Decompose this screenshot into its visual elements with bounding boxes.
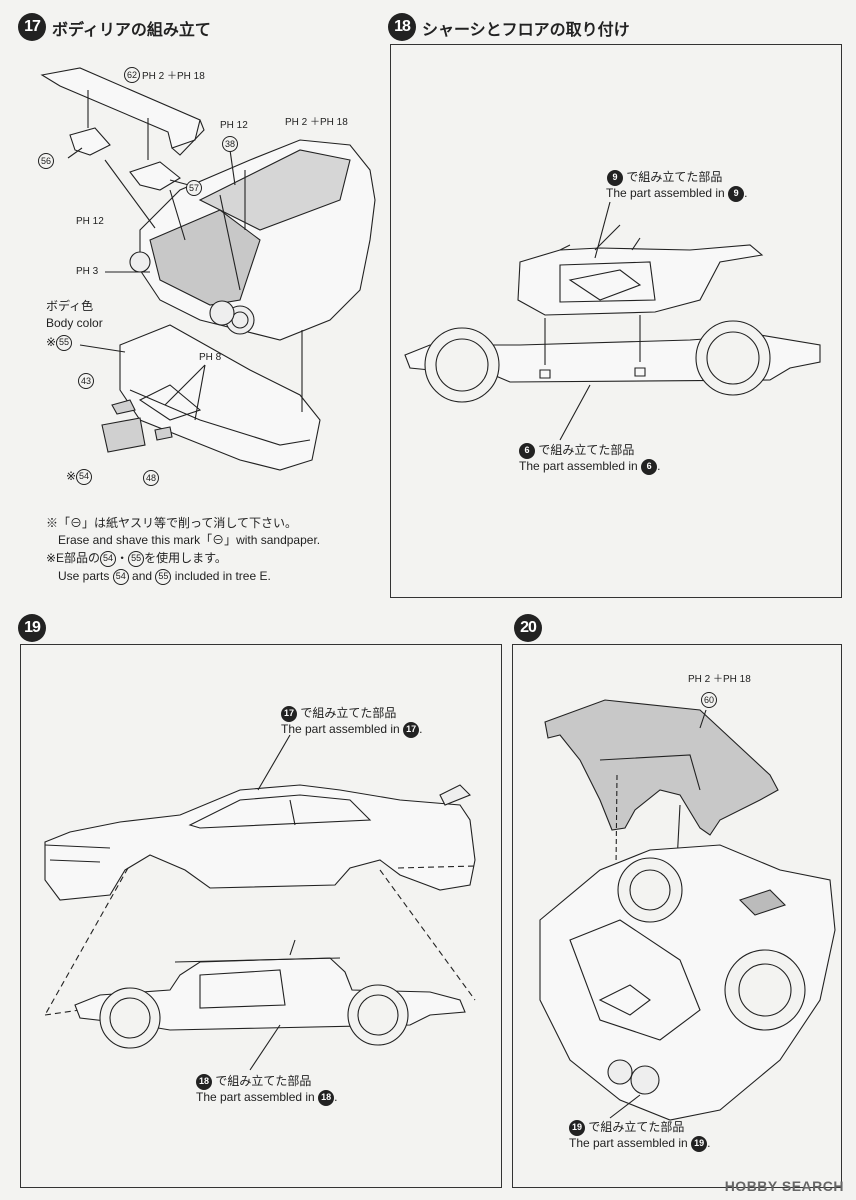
ref-6-en-badge: 6 xyxy=(641,458,658,475)
ref-17-en-text: The part assembled in xyxy=(281,722,400,736)
ph8-tag: PH 8 xyxy=(199,352,222,363)
note2-en-b: and xyxy=(132,569,153,583)
note2-en: Use parts 54 and 55 included in tree E. xyxy=(58,568,271,585)
part-38-label: 38 xyxy=(222,136,238,152)
part-62-label: 62 xyxy=(124,67,140,83)
part-60-tag: PH 2 ＋PH 18 xyxy=(688,674,751,685)
note2-jp-b: ・ xyxy=(116,551,129,565)
step-19-ref-18-jp: 18 で組み立てた部品 xyxy=(196,1073,311,1090)
step-18-panel xyxy=(390,44,842,598)
body-tag: PH 2 ＋PH 18 xyxy=(285,117,348,128)
body-color-part: ※55 xyxy=(46,334,73,351)
step-20-ref-19-en: The part assembled in 19. xyxy=(569,1135,711,1152)
body-color-mark: ※ xyxy=(46,335,57,349)
body-color-jp: ボディ色 xyxy=(46,299,94,313)
note1-jp: ※「⊖」は紙ヤスリ等で削って消して下さい。 xyxy=(46,516,298,530)
part-57-label: 57 xyxy=(186,180,202,196)
ref-19-en-badge: 19 xyxy=(691,1135,708,1152)
ref-9-jp-text: で組み立てた部品 xyxy=(626,170,723,184)
step-20-panel xyxy=(512,644,842,1188)
body-color-en: Body color xyxy=(46,316,103,330)
part-43-label: 43 xyxy=(78,373,94,389)
part-54-callout: ※54 xyxy=(66,468,93,485)
part-56-label: 56 xyxy=(38,153,54,169)
ref-6-jp-text: で組み立てた部品 xyxy=(538,443,635,457)
step-18-number: 18 xyxy=(388,13,416,41)
ref-18-badge: 18 xyxy=(196,1073,212,1090)
step-19-number: 19 xyxy=(18,614,46,642)
part-56-tag: PH 12 xyxy=(76,216,104,227)
ref-9-en-text: The part assembled in xyxy=(606,186,725,200)
step-18-ref-6-en: The part assembled in 6. xyxy=(519,458,661,475)
note2-jp-c: を使用します。 xyxy=(144,551,227,565)
step-19-ref-17-jp: 17 で組み立てた部品 xyxy=(281,705,396,722)
ref-9-badge: 9 xyxy=(607,169,623,186)
part-55-label: 55 xyxy=(56,334,73,351)
step-18-ref-6-jp: 6 で組み立てた部品 xyxy=(519,442,634,459)
part-48-label: 48 xyxy=(143,470,159,486)
note2-en-part-54: 54 xyxy=(112,568,129,585)
ref-19-jp-text: で組み立てた部品 xyxy=(588,1120,685,1134)
note2-part-54: 54 xyxy=(100,550,117,567)
ref-17-jp-text: で組み立てた部品 xyxy=(300,706,397,720)
step-20-number: 20 xyxy=(514,614,542,642)
part-60-label: 60 xyxy=(701,692,717,708)
step-17-number: 17 xyxy=(18,13,46,41)
ref-6-badge: 6 xyxy=(519,442,535,459)
ref-6-en-text: The part assembled in xyxy=(519,459,638,473)
step-18-title: シャーシとフロアの取り付け xyxy=(422,20,630,39)
note2-part-55: 55 xyxy=(128,550,145,567)
ph3-tag: PH 3 xyxy=(76,266,99,277)
step-19-ref-18-en: The part assembled in 18. xyxy=(196,1089,338,1106)
note2-en-c: included in tree E. xyxy=(174,569,271,583)
step-20-ref-19-jp: 19 で組み立てた部品 xyxy=(569,1119,684,1136)
step-18-ref-9-en: The part assembled in 9. xyxy=(606,185,748,202)
ref-9-en-badge: 9 xyxy=(728,185,745,202)
note2-jp-a: ※E部品の xyxy=(46,551,101,565)
ref-17-badge: 17 xyxy=(281,705,297,722)
part-54-mark: ※ xyxy=(66,469,77,483)
part-54-label: 54 xyxy=(76,468,93,485)
ref-17-en-badge: 17 xyxy=(403,721,420,738)
ref-18-en-badge: 18 xyxy=(318,1089,335,1106)
step-19-ref-17-en: The part assembled in 17. xyxy=(281,721,423,738)
ref-19-en-text: The part assembled in xyxy=(569,1136,688,1150)
watermark: HOBBY SEARCH xyxy=(724,1178,844,1194)
ref-18-en-text: The part assembled in xyxy=(196,1090,315,1104)
note2-en-part-55: 55 xyxy=(155,568,172,585)
step-19-panel xyxy=(20,644,502,1188)
step-18-ref-9-jp: 9 で組み立てた部品 xyxy=(607,169,722,186)
ref-19-badge: 19 xyxy=(569,1119,585,1136)
step-17-title: ボディリアの組み立て xyxy=(52,20,211,39)
part-62-tag: PH 2 ＋PH 18 xyxy=(142,71,205,82)
note2-en-a: Use parts xyxy=(58,569,110,583)
part-38-tag: PH 12 xyxy=(220,120,248,131)
note1-en: Erase and shave this mark「⊖」with sandpap… xyxy=(58,533,321,547)
ref-18-jp-text: で組み立てた部品 xyxy=(215,1074,312,1088)
